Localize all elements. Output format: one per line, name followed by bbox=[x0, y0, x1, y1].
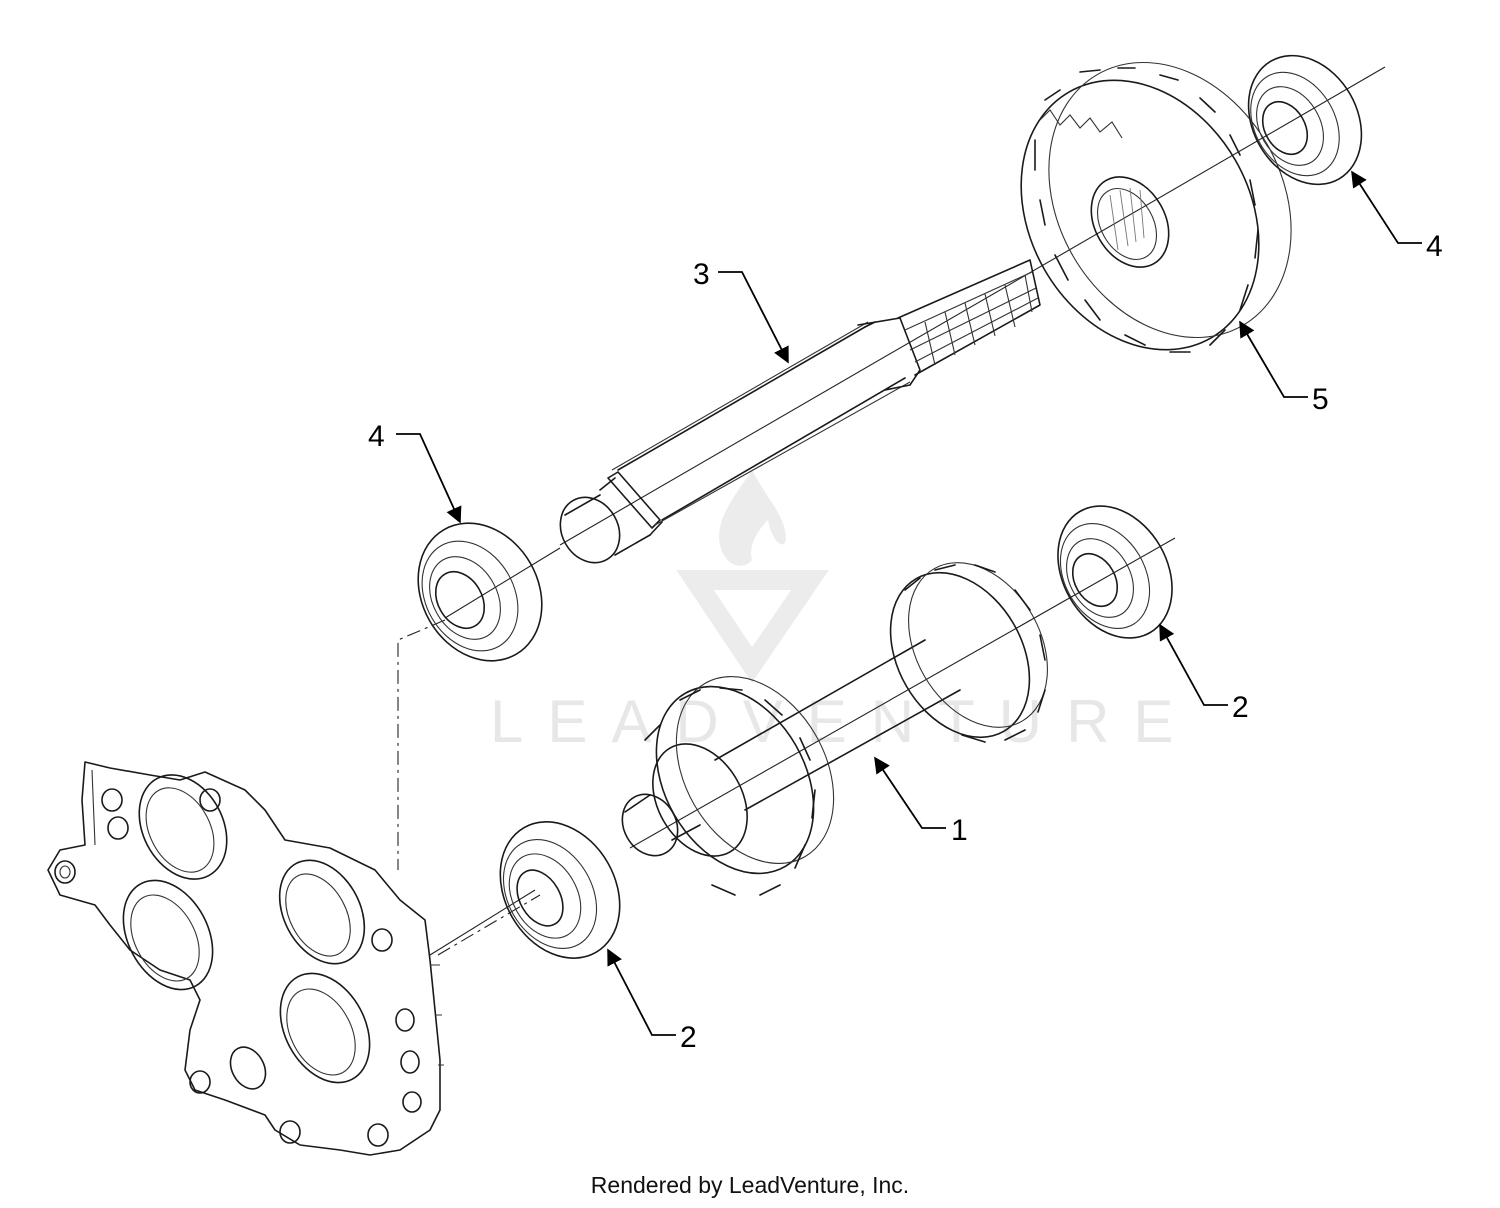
bearing-part-4-right bbox=[1247, 54, 1363, 186]
callout-2-left[interactable]: 2 bbox=[680, 1021, 697, 1054]
callout-4-right[interactable]: 4 bbox=[1426, 230, 1443, 263]
footer-credit: Rendered by LeadVenture, Inc. bbox=[590, 1172, 910, 1198]
leader-c2b bbox=[1159, 623, 1228, 706]
shaft-part-3 bbox=[559, 259, 1041, 564]
bearing-part-2-right bbox=[1057, 505, 1173, 639]
watermark-text: LEADVENTURE bbox=[490, 688, 1197, 755]
gear-housing-plate bbox=[47, 761, 444, 1156]
callout-4-left[interactable]: 4 bbox=[368, 420, 385, 453]
callout-3[interactable]: 3 bbox=[693, 258, 710, 291]
watermark: LEADVENTURE bbox=[490, 470, 1197, 755]
gear-shaft-part-1 bbox=[621, 562, 1048, 896]
bearing-part-4-left bbox=[417, 522, 543, 662]
leader-lines bbox=[396, 170, 1422, 1036]
bearing-part-2-left bbox=[499, 821, 621, 959]
leader-c1 bbox=[874, 756, 946, 829]
leader-c5 bbox=[1239, 320, 1308, 398]
callout-5[interactable]: 5 bbox=[1312, 383, 1329, 416]
leader-c3 bbox=[718, 271, 789, 364]
leader-c4a bbox=[396, 433, 462, 524]
callouts: 4 3 4 5 2 1 2 bbox=[368, 230, 1443, 1054]
callout-2-right[interactable]: 2 bbox=[1232, 691, 1249, 724]
leader-c4b bbox=[1351, 170, 1422, 244]
centerlines bbox=[397, 66, 1386, 956]
watermark-logo-icon bbox=[676, 470, 829, 683]
callout-1[interactable]: 1 bbox=[951, 814, 968, 847]
gear-part-5 bbox=[1020, 61, 1292, 353]
leader-c2a bbox=[607, 948, 676, 1036]
